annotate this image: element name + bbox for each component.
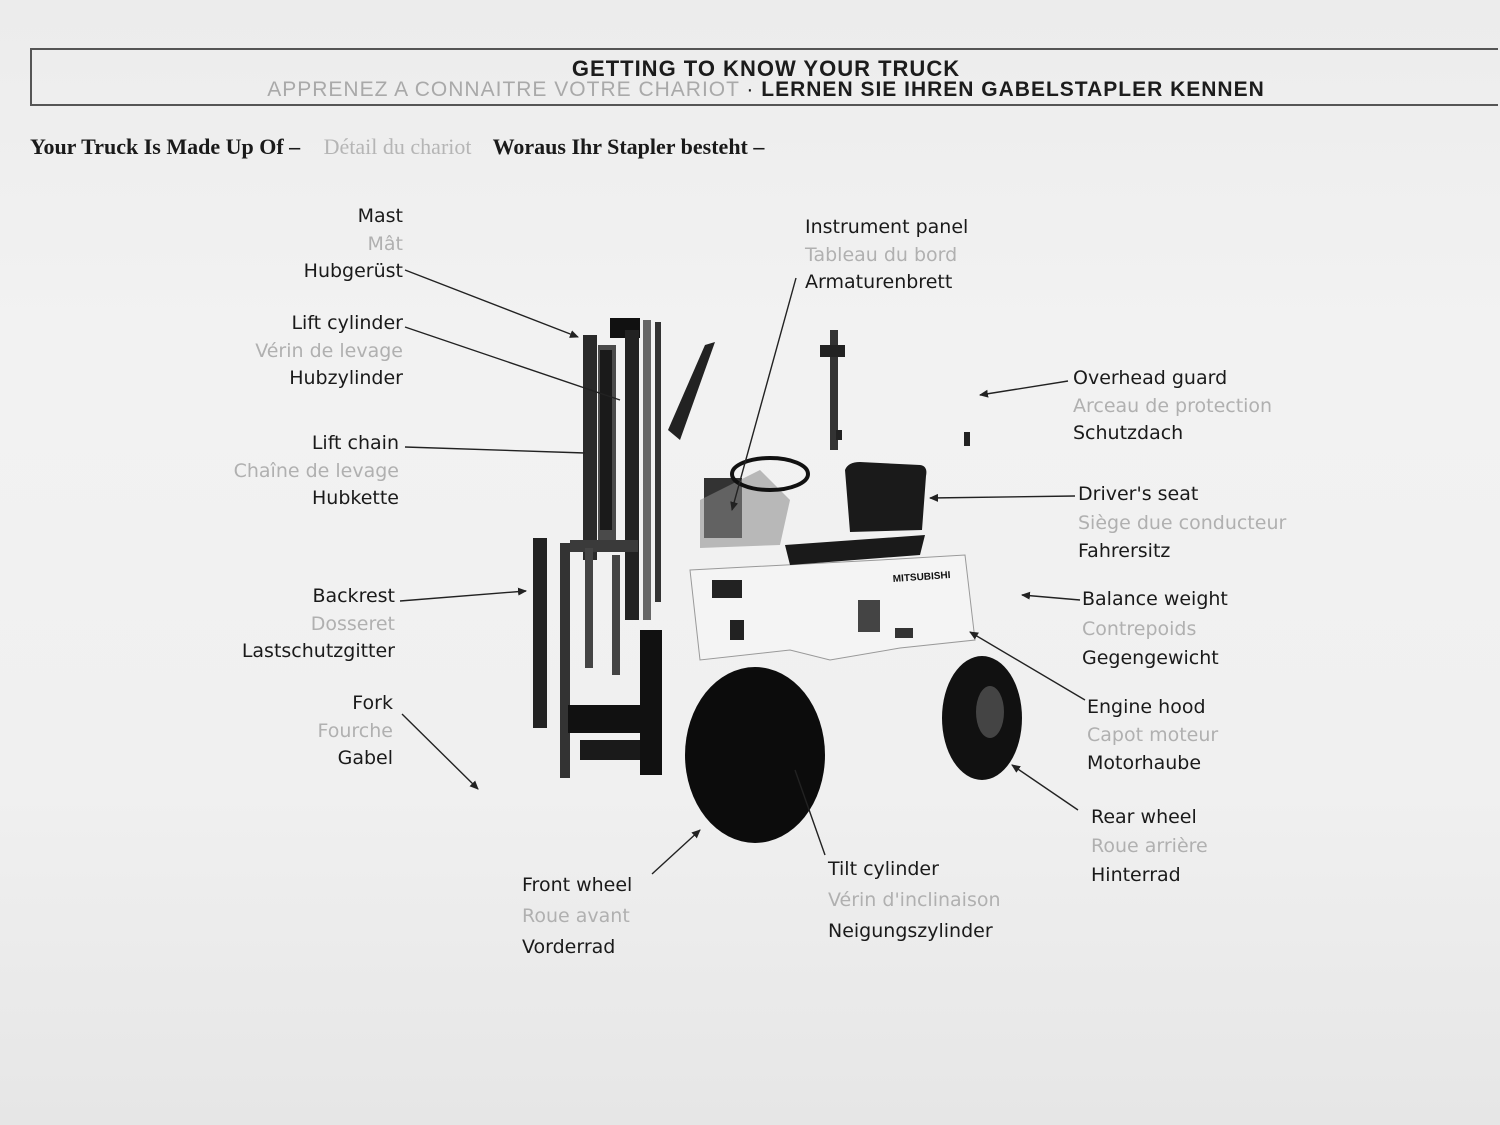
label-rear-wheel: Rear wheel Roue arrière Hinterrad [1091,803,1208,890]
label-tilt-cylinder: Tilt cylinder Vérin d'inclinaison Neigun… [828,854,1001,947]
label-drivers-seat: Driver's seat Siège due conducteur Fahre… [1078,480,1286,566]
label-backrest-fr: Dosseret [310,612,395,635]
lift-chain-leader [404,446,586,454]
label-instrument-panel-en: Instrument panel [805,216,969,238]
fork-leader [401,713,479,790]
label-balance-weight-de: Gegengewicht [1082,647,1219,669]
backrest-graphic [533,538,662,778]
label-lift-cylinder: Lift cylinder Vérin de levage Hubzylinde… [255,310,403,393]
front-wheel-graphic [685,667,825,843]
label-engine-hood-de: Motorhaube [1087,752,1202,774]
label-instrument-panel: Instrument panel Tableau du bord Armatur… [805,214,968,297]
label-overhead-guard-fr: Arceau de protection [1073,394,1273,417]
drivers-seat-leader [929,493,1076,502]
label-front-wheel-en: Front wheel [522,874,633,896]
label-mast-fr: Mât [367,232,404,255]
label-balance-weight: Balance weight Contrepoids Gegengewicht [1082,585,1228,674]
label-fork-fr: Fourche [317,719,394,742]
label-rear-wheel-de: Hinterrad [1091,864,1181,886]
label-backrest: Backrest Dosseret Lastschutzgitter [242,583,395,666]
lift-cylinder-leader [404,326,621,401]
label-backrest-de: Lastschutzgitter [241,640,395,662]
label-overhead-guard: Overhead guard Arceau de protection Schu… [1073,365,1272,448]
label-lift-chain: Lift chain Chaîne de levage Hubkette [234,430,399,513]
label-front-wheel: Front wheel Roue avant Vorderrad [522,870,632,963]
label-lift-chain-de: Hubkette [312,487,399,509]
section-heading-en: Your Truck Is Made Up Of – [30,134,301,159]
mast-leader [404,269,579,338]
label-lift-chain-fr: Chaîne de levage [233,459,399,482]
instrument-panel-leader [730,277,797,511]
label-engine-hood-fr: Capot moteur [1087,724,1219,746]
label-mast-en: Mast [357,205,403,227]
label-overhead-guard-de: Schutzdach [1073,422,1184,444]
label-rear-wheel-en: Rear wheel [1091,806,1197,828]
truck-body-graphic: MITSUBISHI [689,456,976,661]
label-balance-weight-fr: Contrepoids [1082,617,1197,640]
label-drivers-seat-de: Fahrersitz [1078,540,1171,562]
label-lift-cylinder-fr: Vérin de levage [255,339,403,362]
section-heading: Your Truck Is Made Up Of – Détail du cha… [30,134,764,160]
label-front-wheel-fr: Roue avant [522,905,630,927]
overhead-guard-graphic [668,330,970,450]
section-heading-de: Woraus Ihr Stapler besteht – [492,134,765,159]
rear-wheel-leader [1011,764,1079,811]
label-fork-de: Gabel [337,747,393,769]
label-engine-hood: Engine hood Capot moteur Motorhaube [1087,693,1218,777]
label-lift-cylinder-de: Hubzylinder [289,367,403,389]
engine-hood-leader [969,631,1086,701]
label-fork: Fork Fourche Gabel [318,690,394,773]
label-front-wheel-de: Vorderrad [522,936,616,958]
label-engine-hood-en: Engine hood [1087,696,1206,718]
label-lift-chain-en: Lift chain [311,432,399,454]
leader-lines [399,269,1086,875]
balance-weight-leader [1021,591,1081,601]
page-subtitle: APPRENEZ A CONNAITRE VOTRE CHARIOT · LER… [32,78,1500,102]
brand-text: MITSUBISHI [892,570,951,585]
label-overhead-guard-en: Overhead guard [1073,367,1228,389]
label-rear-wheel-fr: Roue arrière [1091,835,1208,857]
label-lift-cylinder-en: Lift cylinder [291,312,403,334]
header-box: GETTING TO KNOW YOUR TRUCK APPRENEZ A CO… [30,48,1498,106]
mast-graphic [583,318,661,620]
label-tilt-cylinder-en: Tilt cylinder [828,858,939,880]
label-fork-en: Fork [352,692,393,714]
label-instrument-panel-fr: Tableau du bord [805,243,958,266]
label-backrest-en: Backrest [312,585,395,607]
label-instrument-panel-de: Armaturenbrett [805,271,953,293]
page-title: GETTING TO KNOW YOUR TRUCK [571,56,961,81]
label-drivers-seat-en: Driver's seat [1078,483,1199,505]
section-heading-fr: Détail du chariot [323,134,472,159]
backrest-leader [399,587,527,602]
label-drivers-seat-fr: Siège due conducteur [1078,511,1287,534]
overhead-guard-leader [979,380,1069,398]
subtitle-separator: · [746,78,755,101]
tilt-cylinder-leader [794,769,826,856]
label-balance-weight-en: Balance weight [1082,588,1228,610]
label-tilt-cylinder-fr: Vérin d'inclinaison [828,889,1001,911]
front-wheel-leader [651,829,701,875]
subtitle-de: LERNEN SIE IHREN GABELSTAPLER KENNEN [761,78,1265,101]
label-tilt-cylinder-de: Neigungszylinder [828,920,993,942]
subtitle-fr: APPRENEZ A CONNAITRE VOTRE CHARIOT [267,78,740,101]
label-mast: Mast Mât Hubgerüst [304,203,403,286]
label-mast-de: Hubgerüst [303,260,403,282]
